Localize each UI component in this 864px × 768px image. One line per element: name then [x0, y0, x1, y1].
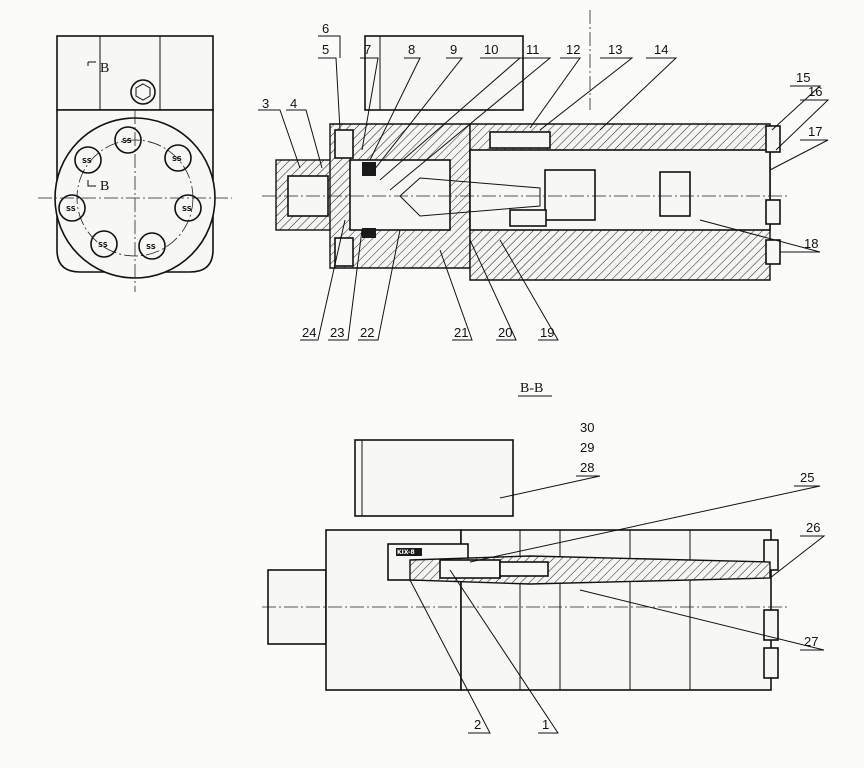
upper-part-labels: 3 4 5 6 7 8 9 10 11 12 13 14 15 16 17 18… — [262, 21, 822, 340]
drive-shaft — [399, 177, 541, 217]
end-bolt — [763, 647, 779, 679]
label-20: 20 — [498, 325, 512, 340]
valve-block-top — [56, 35, 214, 111]
label-29: 29 — [580, 440, 594, 455]
bolt — [334, 129, 354, 159]
label-3: 3 — [262, 96, 269, 111]
label-12: 12 — [566, 42, 580, 57]
end-bolt — [765, 199, 781, 225]
label-21: 21 — [454, 325, 468, 340]
port-circle — [174, 194, 202, 222]
label-24: 24 — [302, 325, 316, 340]
label-plate-text: KIX-8 — [397, 549, 415, 556]
label-30: 30 — [580, 420, 594, 435]
valve-block-side — [354, 439, 514, 517]
port-circles — [58, 126, 202, 260]
port-circle — [90, 230, 118, 258]
label-2: 2 — [474, 717, 481, 732]
section-view — [262, 10, 790, 281]
port-circle — [164, 144, 192, 172]
upper-leaders — [258, 35, 830, 341]
label-10: 10 — [484, 42, 498, 57]
label-plate — [396, 548, 422, 556]
label-6: 6 — [322, 21, 329, 36]
port-label: SS — [182, 205, 192, 213]
label-22: 22 — [360, 325, 374, 340]
label-4: 4 — [290, 96, 297, 111]
label-15: 15 — [796, 70, 810, 85]
label-18: 18 — [804, 236, 818, 251]
seal-ring — [362, 162, 376, 176]
check-valve — [509, 209, 547, 227]
port-circle — [114, 126, 142, 154]
port-circle — [58, 194, 86, 222]
label-11: 11 — [526, 42, 540, 57]
port-circle — [138, 232, 166, 260]
port-label: SS — [82, 157, 92, 165]
label-23: 23 — [330, 325, 344, 340]
cardan-coupling — [659, 171, 691, 217]
end-view: B B SS SS SS SS SS SS SS — [38, 35, 232, 292]
tie-bolt — [489, 131, 551, 149]
section-arrow-bottom — [87, 180, 96, 187]
label-1: 1 — [542, 717, 549, 732]
label-5: 5 — [322, 42, 329, 57]
section-arrow-top — [87, 61, 96, 66]
label-8: 8 — [408, 42, 415, 57]
bolt-head — [130, 79, 156, 105]
label-26: 26 — [806, 520, 820, 535]
label-14: 14 — [654, 42, 668, 57]
section-marker-top: B — [100, 61, 109, 76]
label-16: 16 — [808, 84, 822, 99]
end-bolt — [765, 239, 781, 265]
lower-leaders — [409, 475, 826, 734]
port-label: SS — [146, 243, 156, 251]
relief-spool — [439, 559, 501, 579]
label-9: 9 — [450, 42, 457, 57]
rotor — [544, 169, 596, 221]
side-view: KIX-8 — [262, 439, 790, 691]
section-title: B-B — [520, 381, 543, 396]
port-label: SS — [122, 137, 132, 145]
relief-spring — [499, 561, 549, 577]
port-label: SS — [172, 155, 182, 163]
label-25: 25 — [800, 470, 814, 485]
label-28: 28 — [580, 460, 594, 475]
port-label: SS — [66, 205, 76, 213]
label-13: 13 — [608, 42, 622, 57]
label-27: 27 — [804, 634, 818, 649]
seal-ring — [362, 228, 376, 238]
label-19: 19 — [540, 325, 554, 340]
end-bolt — [765, 125, 781, 153]
lower-part-labels: 30 29 28 25 26 27 2 1 — [474, 420, 820, 732]
port-label: SS — [98, 241, 108, 249]
section-marker-bottom: B — [100, 179, 109, 194]
label-17: 17 — [808, 124, 822, 139]
label-7: 7 — [364, 42, 371, 57]
port-circle — [74, 146, 102, 174]
end-bolt — [763, 609, 779, 641]
valve-block — [364, 35, 524, 111]
